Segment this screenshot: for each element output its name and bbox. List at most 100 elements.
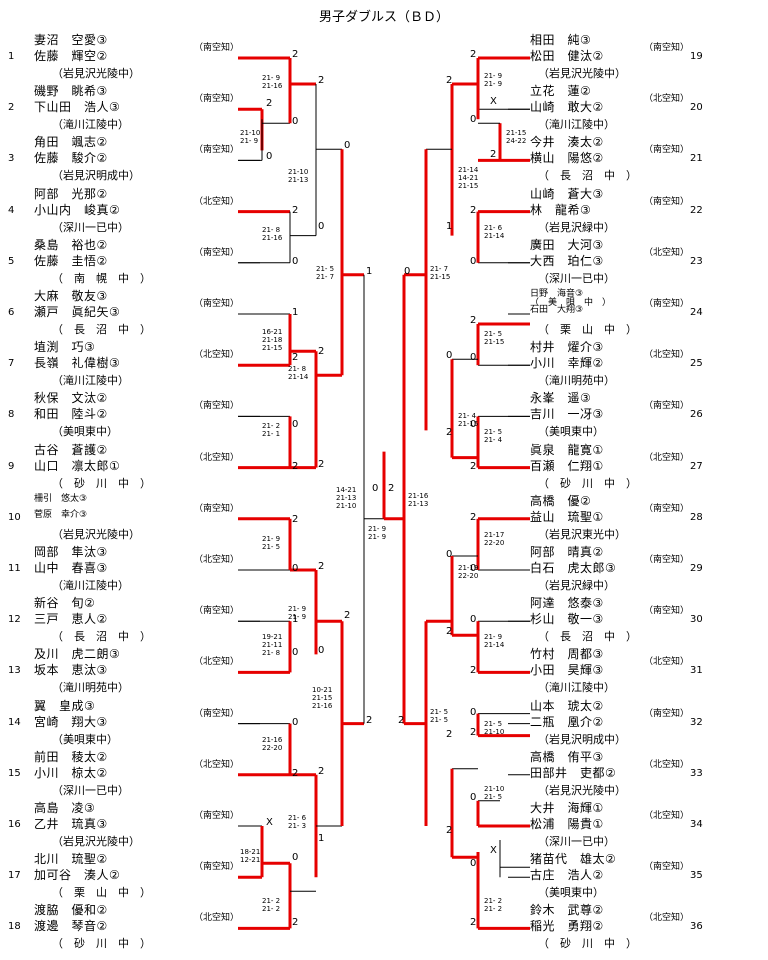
school-name: （美唄東中）	[52, 425, 118, 439]
match-result: 0	[470, 352, 477, 364]
match-result: 2	[470, 204, 477, 216]
match-result: 2	[344, 610, 351, 622]
player-name: 小田 昊輝③	[530, 663, 604, 678]
match-result: 2	[266, 98, 273, 110]
player-name: 前田 稜太②	[34, 749, 108, 764]
region-label: （南空知）	[194, 503, 240, 514]
school-name: （ 砂 川 中 ）	[52, 937, 151, 951]
player-name: 岡部 隼汰③	[34, 545, 108, 559]
school-name: （美唄東中）	[52, 732, 118, 746]
player-name: 柵引 悠太③	[34, 493, 88, 504]
entry-number: 20	[690, 102, 703, 114]
school-name: （ 長 沼 中 ）	[538, 169, 637, 183]
school-name: （岩見沢光陵中）	[52, 527, 140, 541]
school-name: （滝川江陵中）	[52, 374, 129, 388]
region-label: （北空知）	[644, 94, 690, 105]
match-result: 2	[292, 352, 299, 364]
player-name: 渡脇 優和②	[34, 903, 108, 918]
match-result: 0	[292, 116, 299, 128]
match-result: 0	[470, 255, 477, 267]
match-result: 1	[292, 614, 299, 626]
entry-number: 2	[8, 102, 15, 114]
player-name: 林 龍希③	[530, 202, 592, 217]
player-name: 古谷 蒼護②	[34, 442, 108, 457]
player-name: 今井 湊太②	[530, 135, 604, 150]
player-name: 松浦 陽貴①	[530, 817, 604, 831]
region-label: （南空知）	[644, 43, 690, 53]
set-score: 21-10 21- 5	[484, 784, 505, 801]
player-name: 田部井 吏都②	[530, 765, 617, 780]
set-score: 19-21 21-11 21- 8	[262, 633, 283, 658]
school-name: （滝川江陵中）	[52, 118, 129, 132]
region-label: （北空知）	[194, 657, 240, 668]
entry-number: 22	[690, 204, 703, 216]
player-name: 廣田 大河③	[530, 237, 604, 252]
player-name: 山口 凛太郎①	[34, 458, 121, 473]
match-result: 2	[318, 75, 325, 86]
match-result: X	[490, 845, 497, 856]
region-label: （南空知）	[194, 299, 240, 309]
player-name: 白石 虎太郎③	[530, 561, 617, 575]
match-result: 2	[366, 714, 373, 726]
match-result: 2	[398, 714, 405, 726]
player-name: 杉山 敬一③	[530, 612, 604, 627]
player-name: 桑島 裕也②	[34, 237, 108, 252]
set-score: 21- 9 21- 9	[484, 72, 503, 88]
entry-number: 10	[8, 511, 21, 523]
player-name: 立花 蓮②	[530, 84, 592, 99]
entry-number: 11	[8, 563, 21, 574]
school-name: （ 長 沼 中 ）	[52, 323, 151, 336]
player-name: 眞泉 龍寛①	[530, 442, 604, 457]
set-score: 10-21 21-15 21-16	[312, 686, 333, 711]
school-name: （岩見沢東光中）	[538, 527, 626, 541]
entry-number: 9	[8, 460, 15, 472]
region-label: （北空知）	[194, 759, 240, 770]
school-name: （滝川江陵中）	[52, 579, 129, 592]
match-result: 0	[292, 563, 299, 574]
match-result: 0	[344, 140, 351, 152]
school-name: （滝川明苑中）	[538, 374, 615, 388]
match-result: 2	[318, 458, 325, 470]
set-score: 21-14 14-21 21-15	[458, 166, 479, 191]
school-name: （ 長 沼 中 ）	[52, 630, 151, 644]
entry-number: 34	[690, 819, 703, 830]
set-score: 21- 6 21- 3	[288, 814, 307, 830]
match-result: 2	[470, 49, 477, 60]
school-name: （美唄東中）	[538, 425, 604, 439]
match-result: 0	[266, 151, 273, 163]
player-name: 長嶺 礼偉樹③	[34, 356, 121, 371]
match-result: 1	[292, 307, 299, 318]
player-name: 及川 虎二朗③	[34, 647, 121, 662]
match-result: 0	[372, 482, 379, 494]
region-label: （南空知）	[194, 43, 240, 53]
match-result: 0	[470, 419, 477, 431]
school-name: （ 砂 川 中 ）	[538, 937, 637, 951]
player-name: 佐藤 輝空②	[34, 49, 108, 63]
entry-number: 16	[8, 819, 21, 830]
region-label: （北空知）	[194, 452, 240, 463]
set-score: 21- 5 21- 7	[316, 264, 335, 281]
match-result: 0	[470, 614, 477, 626]
entry-number: 21	[690, 153, 703, 165]
school-name: （岩見沢光陵中）	[52, 835, 140, 848]
set-score: 21- 9 21-16	[262, 74, 283, 90]
player-name: 大西 珀仁③	[530, 253, 604, 268]
entry-number: 28	[690, 511, 703, 523]
set-score: 21- 9 21- 5	[262, 534, 281, 551]
match-result: 2	[446, 75, 453, 86]
school-name: （ 美 唄 中 ）	[530, 298, 612, 308]
match-result: 2	[292, 204, 299, 216]
player-name: 小川 幸輝②	[530, 356, 604, 371]
region-label: （北空知）	[194, 913, 240, 924]
player-name: 瀬戸 眞紀矢③	[34, 305, 121, 319]
region-label: （南空知）	[194, 94, 240, 105]
match-result: 2	[490, 149, 497, 161]
entry-number: 8	[8, 409, 15, 421]
school-name: （深川一已中）	[52, 783, 129, 797]
match-result: 1	[446, 220, 453, 232]
region-label: （南空知）	[644, 606, 690, 617]
set-score: 21- 7 21-15	[430, 264, 451, 281]
player-name: 横山 陽悠②	[530, 151, 604, 166]
school-name: （ 南 幌 中 ）	[52, 271, 151, 285]
region-label: （南空知）	[644, 299, 690, 309]
